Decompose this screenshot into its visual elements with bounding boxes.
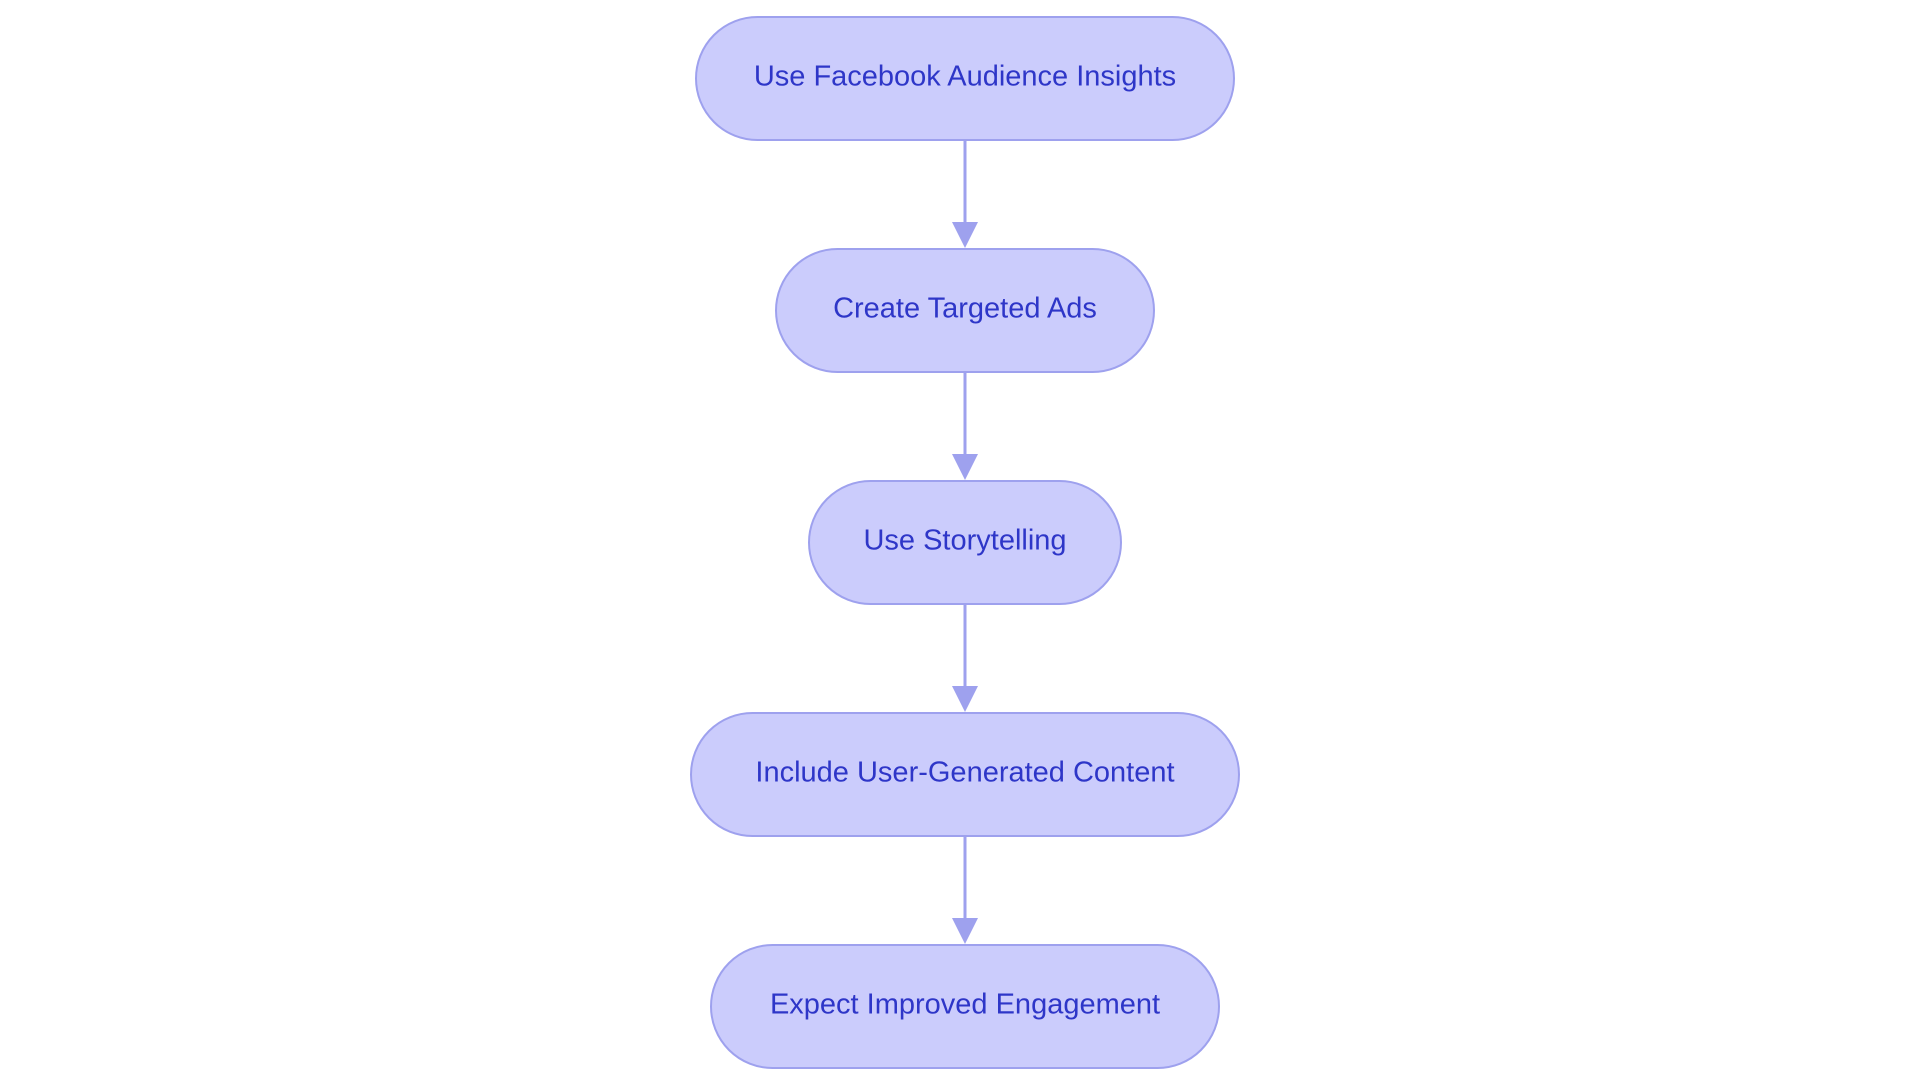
flow-step-4: Include User-Generated Content — [690, 712, 1240, 837]
arrowhead-icon — [952, 454, 978, 480]
flow-step-3: Use Storytelling — [808, 480, 1122, 605]
connector-2 — [952, 372, 978, 480]
flow-step-label: Expect Improved Engagement — [770, 989, 1160, 1021]
flow-step-5: Expect Improved Engagement — [710, 944, 1220, 1069]
connector-1 — [952, 141, 978, 248]
flow-step-label: Include User-Generated Content — [755, 757, 1174, 789]
arrowhead-icon — [952, 686, 978, 712]
connector-4 — [952, 836, 978, 944]
flow-step-2: Create Targeted Ads — [775, 248, 1155, 373]
flow-step-label: Create Targeted Ads — [833, 293, 1097, 325]
arrowhead-icon — [952, 222, 978, 248]
connector-3 — [952, 604, 978, 712]
flow-step-label: Use Facebook Audience Insights — [754, 61, 1176, 93]
flow-step-1: Use Facebook Audience Insights — [695, 16, 1235, 141]
arrowhead-icon — [952, 918, 978, 944]
flow-step-label: Use Storytelling — [863, 525, 1066, 557]
